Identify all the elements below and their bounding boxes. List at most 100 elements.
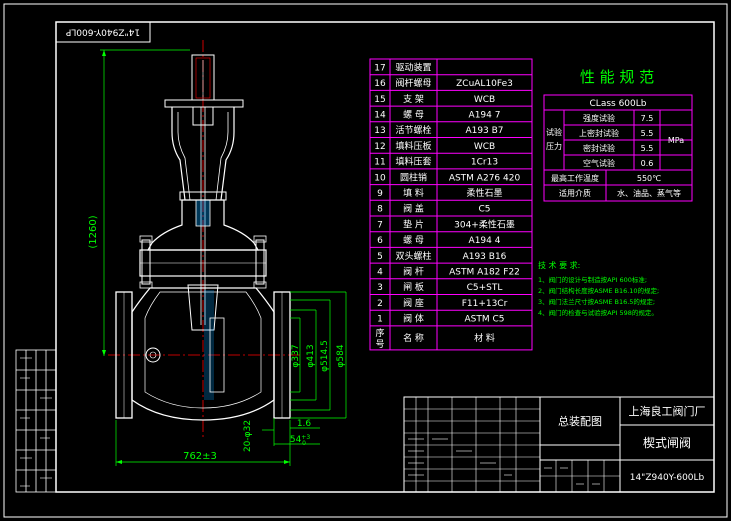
- note-item: 2、阀门结构长度按ASME B16.10的规定;: [538, 286, 659, 295]
- bom-row: 9 填 料 柔性石墨: [377, 187, 502, 199]
- spec-title: 性 能 规 范: [580, 68, 654, 86]
- spec-test-row: 上密封试验 5.5: [579, 128, 653, 138]
- spec-medium-value: 水、油品、蒸气等: [617, 188, 681, 198]
- bom-part-name: 双头螺柱: [395, 250, 431, 262]
- bom-part-name: 填 料: [403, 187, 424, 199]
- bom-part-name: 阀 座: [403, 297, 424, 309]
- seat-ring: [209, 317, 225, 393]
- bom-row: 10 圆柱销 ASTM A276 420: [374, 171, 520, 183]
- bom-part-name: 闸 板: [403, 281, 424, 293]
- bom-item-number: 11: [374, 158, 385, 168]
- spec-test-value: 0.6: [641, 159, 654, 168]
- drawing-name: 总装配图: [558, 414, 602, 428]
- performance-spec-table: [543, 94, 693, 202]
- bom-part-name: 圆柱销: [400, 171, 427, 183]
- dim-d337: φ337: [291, 344, 301, 367]
- bom-row: 17 驱动装置: [374, 61, 431, 73]
- dim-d584: φ584: [336, 344, 346, 367]
- bom-part-name: 螺 母: [403, 235, 424, 246]
- bom-material: 1Cr13: [471, 158, 498, 168]
- bom-item-number: 12: [374, 142, 385, 152]
- bom-part-name: 阀 杆: [403, 265, 424, 277]
- spec-test-group-1: 试验: [546, 127, 562, 137]
- bom-part-name: 驱动装置: [395, 61, 431, 73]
- spec-test-value: 5.5: [641, 144, 654, 153]
- bom-row: 7 垫 片 304+柔性石墨: [377, 218, 515, 230]
- dim-length: 762±3: [183, 451, 217, 462]
- bom-part-name: 阀杆螺母: [395, 77, 431, 89]
- bom-material: ASTM A276 420: [449, 173, 521, 183]
- bom-item-number: 8: [377, 205, 383, 215]
- yoke: [171, 107, 235, 201]
- yoke-nut: [192, 106, 214, 126]
- bom-material: C5: [478, 205, 490, 215]
- bom-material: A194 7: [469, 110, 501, 120]
- bom-row: 16 阀杆螺母 ZCuAL10Fe3: [374, 77, 513, 89]
- side-revision-table: [15, 349, 57, 493]
- bom-item-number: 1: [377, 315, 383, 325]
- valve-body: [131, 287, 275, 421]
- spec-test-name: 密封试验: [583, 143, 615, 153]
- bom-item-number: 9: [377, 189, 383, 199]
- actuator-plate: [164, 99, 244, 108]
- bom-item-number: 16: [374, 79, 386, 89]
- bom-material: A194 4: [469, 236, 501, 246]
- wedge-gate: [187, 284, 219, 331]
- spec-test-row: 空气试验 0.6: [583, 158, 653, 168]
- spec-test-row: 密封试验 5.5: [583, 143, 653, 153]
- bom-item-number: 7: [377, 220, 383, 230]
- bom-material: 柔性石墨: [466, 187, 502, 199]
- title-block: [403, 396, 715, 493]
- bom-item-number: 13: [374, 126, 385, 136]
- bonnet-bolt-left: [141, 239, 151, 285]
- bom-material: A193 B16: [463, 252, 507, 262]
- bom-material: ASTM C5: [464, 315, 504, 325]
- title-block-grid: [404, 397, 620, 492]
- bom-item-number: 2: [377, 299, 383, 309]
- bom-item-number: 17: [374, 63, 385, 73]
- bom-material: 304+柔性石墨: [454, 218, 515, 230]
- note-item: 1、阀门的设计与制造按API 600标准;: [538, 275, 647, 284]
- spec-test-name: 空气试验: [583, 158, 615, 168]
- drain-boss: [145, 347, 161, 363]
- bonnet-bolt-right: [255, 239, 265, 285]
- drawing-frame: [55, 21, 715, 493]
- spec-test-value: 5.5: [641, 129, 654, 138]
- bom-item-number: 4: [377, 267, 383, 277]
- spec-unit: MPa: [668, 136, 684, 145]
- bom-item-number: 15: [374, 95, 385, 105]
- bom-item-number: 6: [377, 236, 383, 246]
- bom-part-name: 螺 母: [403, 109, 424, 120]
- bom-material: WCB: [474, 95, 495, 105]
- dim-d413: φ413: [306, 344, 316, 367]
- sheet-border: [3, 3, 728, 518]
- spec-test-value: 7.5: [641, 114, 654, 123]
- bom-material: ZCuAL10Fe3: [456, 79, 513, 89]
- spec-test-name: 上密封试验: [579, 128, 619, 138]
- spec-max-temp-label: 最高工作温度: [551, 173, 599, 183]
- bom-item-number: 5: [377, 252, 383, 262]
- dimension-arrows: [102, 50, 290, 464]
- spec-medium-label: 适用介质: [559, 188, 591, 198]
- valve-assembly-view: (1260) 762±3 φ337 φ413 φ514.5 φ584 20-φ3…: [88, 40, 347, 466]
- bom-material: ASTM A182 F22: [449, 267, 520, 277]
- side-revision-marks: [20, 357, 52, 487]
- bom-header-material: 材 料: [474, 332, 495, 344]
- bom-part-name: 垫 片: [403, 218, 424, 230]
- bom-item-number: 10: [374, 173, 386, 183]
- dim-raised-face: 1.6: [297, 419, 312, 429]
- bom-material: WCB: [474, 142, 495, 152]
- dim-height: (1260): [88, 215, 99, 248]
- stamp-box: [55, 21, 151, 43]
